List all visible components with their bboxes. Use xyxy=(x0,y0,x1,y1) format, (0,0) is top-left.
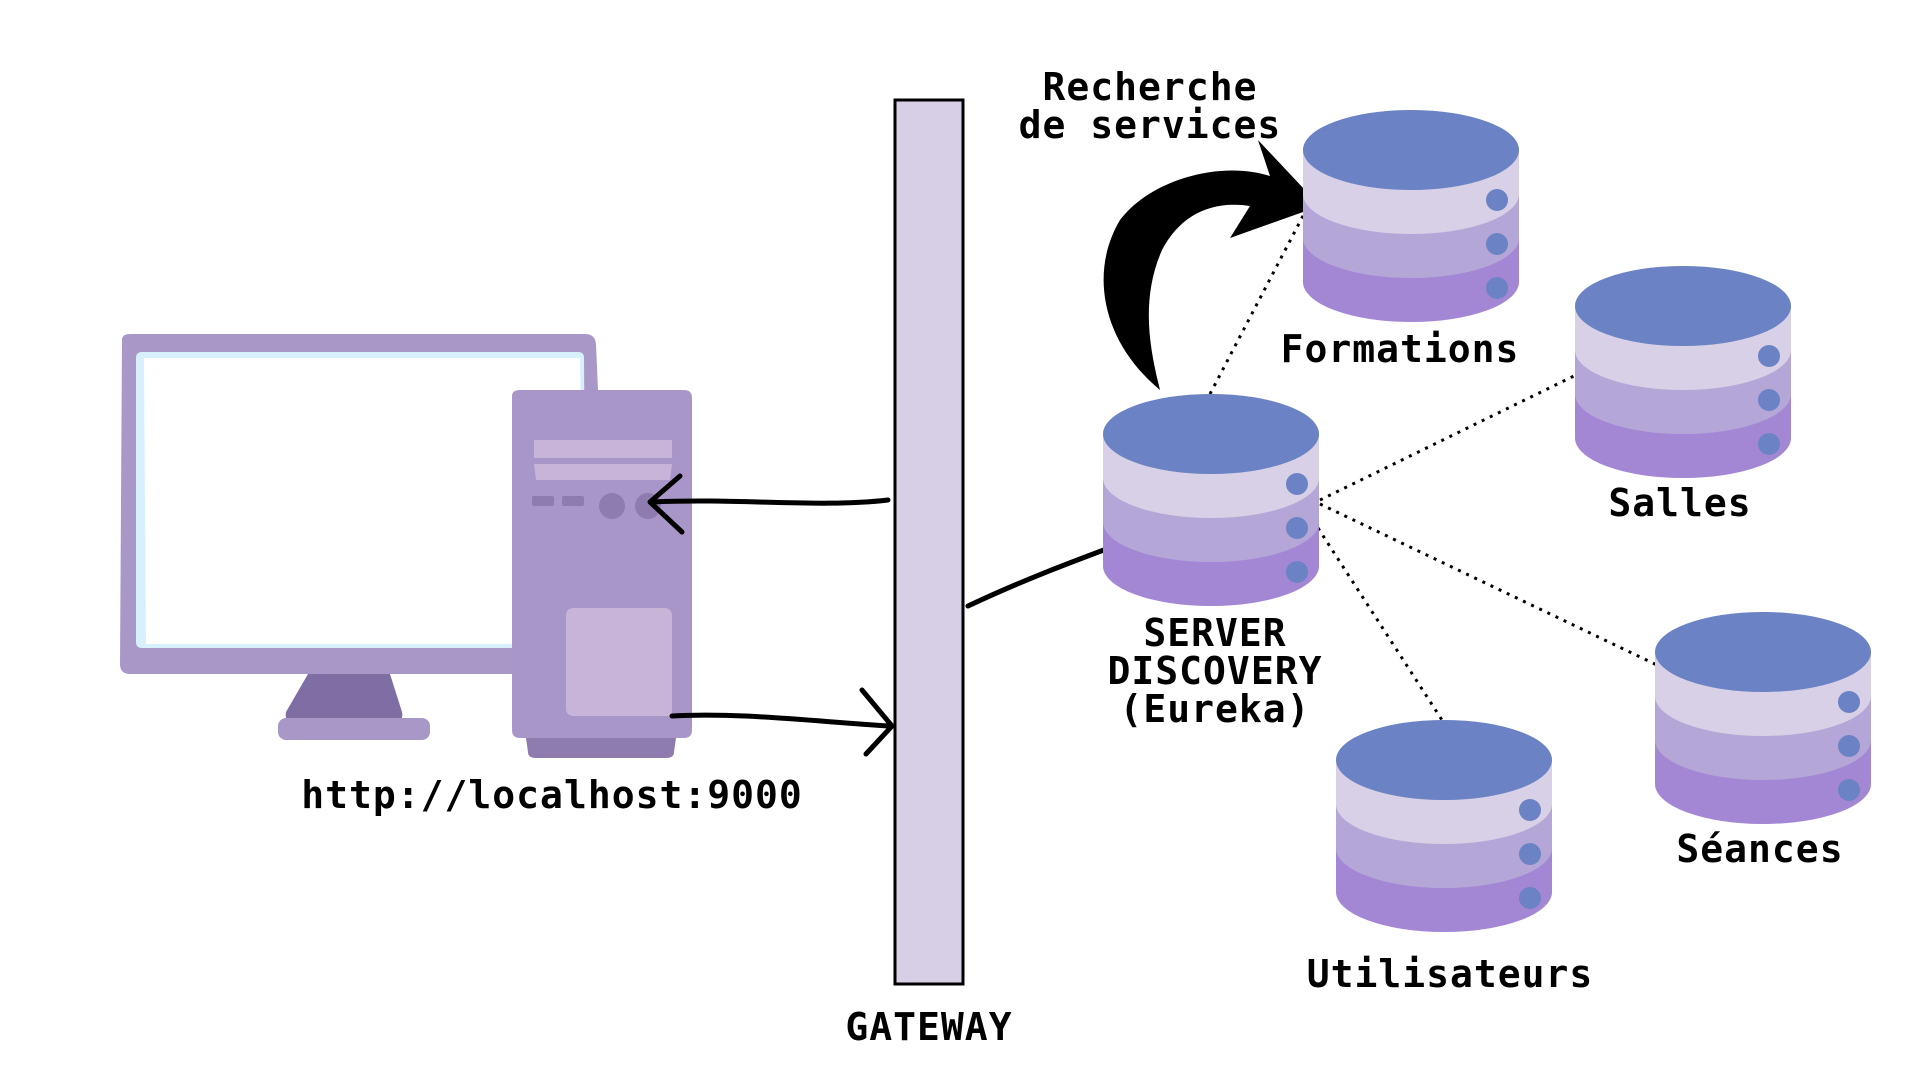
database-utilisateurs xyxy=(1336,720,1552,932)
response-arrowhead xyxy=(647,473,685,535)
connector-seances xyxy=(1319,502,1681,678)
service-connectors xyxy=(1208,213,1681,721)
gateway-label: GATEWAY xyxy=(845,1005,1013,1049)
db-top xyxy=(1336,720,1552,800)
db-indicator-dot xyxy=(1838,735,1860,757)
db-indicator-dot xyxy=(1519,799,1541,821)
service-label-formations: Formations xyxy=(1280,327,1520,371)
database-salles xyxy=(1575,266,1791,478)
service-search-label: Recherche de services xyxy=(990,68,1310,144)
db-indicator-dot xyxy=(1486,277,1508,299)
connector-salles xyxy=(1319,372,1579,502)
db-indicator-dot xyxy=(1286,473,1308,495)
db-indicator-dot xyxy=(1286,517,1308,539)
database-discovery xyxy=(1103,394,1319,606)
monitor-icon xyxy=(120,334,598,740)
service-search-line-2: de services xyxy=(1018,103,1282,147)
service-search-line-1: Recherche xyxy=(1042,65,1258,109)
service-label-utilisateurs: Utilisateurs xyxy=(1306,952,1594,996)
service-label-salles: Salles xyxy=(1608,481,1752,525)
database-formations xyxy=(1303,110,1519,322)
service-lookup-arrow xyxy=(1103,140,1320,390)
database-seances xyxy=(1655,612,1871,824)
db-indicator-dot xyxy=(1519,887,1541,909)
response-arrow xyxy=(649,497,891,506)
db-indicator-dot xyxy=(1758,389,1780,411)
request-arrowhead xyxy=(859,687,895,757)
db-indicator-dot xyxy=(1486,189,1508,211)
db-top xyxy=(1303,110,1519,190)
db-indicator-dot xyxy=(1286,561,1308,583)
client-url-label: http://localhost:9000 xyxy=(301,773,803,817)
discovery-line-3: (Eureka) xyxy=(1119,687,1311,731)
db-indicator-dot xyxy=(1758,345,1780,367)
db-indicator-dot xyxy=(1838,691,1860,713)
db-indicator-dot xyxy=(1486,233,1508,255)
db-indicator-dot xyxy=(1519,843,1541,865)
db-top xyxy=(1655,612,1871,692)
db-top xyxy=(1103,394,1319,474)
connector-utilisateurs xyxy=(1316,527,1444,721)
connector-formations xyxy=(1208,213,1306,395)
discovery-line-1: SERVER xyxy=(1143,611,1287,655)
db-indicator-dot xyxy=(1838,779,1860,801)
computer-tower-icon xyxy=(512,390,692,758)
gateway-bar xyxy=(893,98,965,986)
request-arrow xyxy=(669,712,893,729)
discovery-label: SERVER DISCOVERY (Eureka) xyxy=(1080,614,1350,728)
db-indicator-dot xyxy=(1758,433,1780,455)
db-top xyxy=(1575,266,1791,346)
service-label-seances: Séances xyxy=(1676,827,1844,871)
discovery-line-2: DISCOVERY xyxy=(1107,649,1323,693)
